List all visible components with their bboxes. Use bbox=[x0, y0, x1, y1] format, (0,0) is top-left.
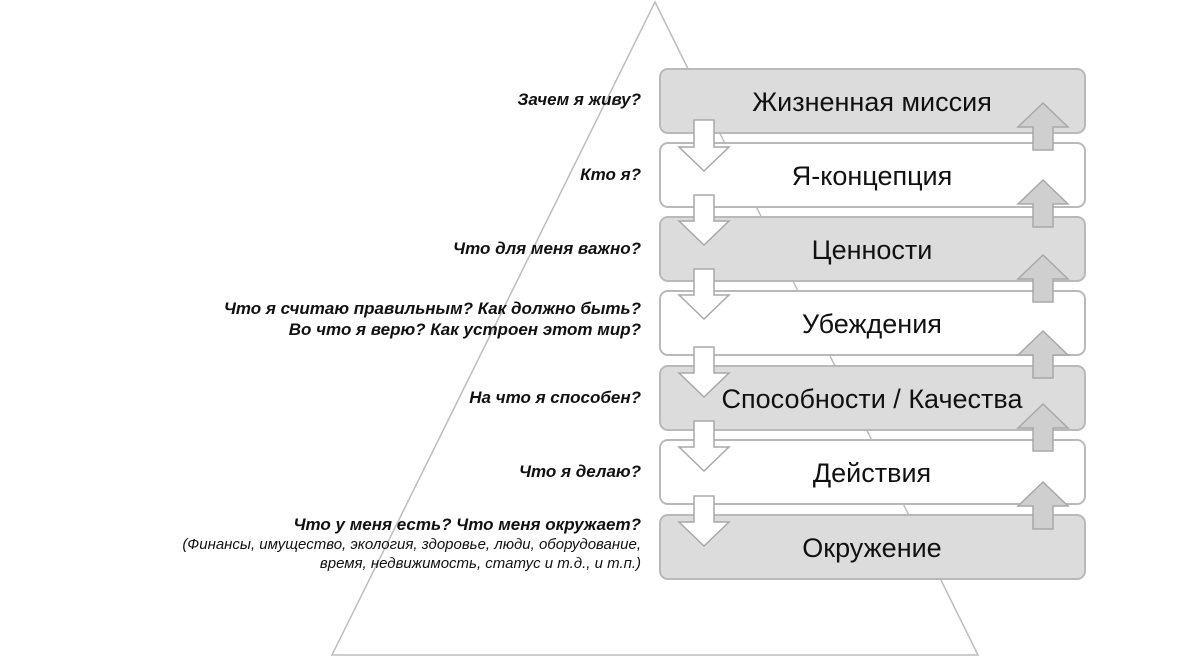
arrow-down-icon bbox=[677, 346, 731, 399]
level-box-6-bg bbox=[659, 514, 1086, 580]
arrow-up-icon bbox=[1016, 253, 1070, 303]
question-note-6b: время, недвижимость, статус и т.д., и т.… bbox=[319, 555, 641, 572]
question-label-3: Что я считаю правильным? Как должно быть… bbox=[224, 298, 641, 340]
level-box-4: Способности / Качества bbox=[659, 365, 1086, 431]
question-label-5: Что я делаю? bbox=[519, 461, 641, 482]
question-text-6: Что у меня есть? Что меня окружает? bbox=[293, 515, 642, 534]
question-note-6: (Финансы, имущество, экология, здоровье,… bbox=[182, 536, 641, 553]
arrow-down-icon bbox=[677, 495, 731, 548]
level-box-5-bg bbox=[659, 439, 1086, 505]
level-name-0: Жизненная миссия bbox=[752, 87, 992, 117]
question-text-4: На что я способен? bbox=[469, 388, 641, 407]
question-text-3b: Во что я верю? Как устроен этот мир? bbox=[288, 320, 641, 339]
level-name-6: Окружение bbox=[802, 533, 941, 563]
arrow-up-icon bbox=[1016, 178, 1070, 228]
level-name-1: Я-концепция bbox=[792, 161, 953, 191]
arrow-down-icon bbox=[677, 420, 731, 473]
level-box-5: Действия bbox=[659, 439, 1086, 505]
level-box-1: Я-концепция bbox=[659, 142, 1086, 208]
level-box-4-bg bbox=[659, 365, 1086, 431]
question-label-6: Что у меня есть? Что меня окружает? (Фин… bbox=[182, 514, 641, 573]
level-box-2: Ценности bbox=[659, 216, 1086, 282]
level-box-1-bg bbox=[659, 142, 1086, 208]
level-name-2: Ценности bbox=[812, 235, 933, 265]
level-box-0: Жизненная миссия bbox=[659, 68, 1086, 134]
level-name-5: Действия bbox=[813, 458, 931, 488]
question-label-4: На что я способен? bbox=[469, 387, 641, 408]
question-label-1: Кто я? bbox=[580, 164, 641, 185]
question-label-2: Что для меня важно? bbox=[453, 238, 641, 259]
level-box-3-bg bbox=[659, 290, 1086, 356]
arrow-down-icon bbox=[677, 119, 731, 173]
question-text-1: Кто я? bbox=[580, 165, 641, 184]
level-name-3: Убеждения bbox=[802, 309, 942, 339]
level-box-3: Убеждения bbox=[659, 290, 1086, 356]
level-box-0-bg bbox=[659, 68, 1086, 134]
arrow-up-icon bbox=[1016, 329, 1070, 379]
level-box-2-bg bbox=[659, 216, 1086, 282]
level-box-6: Окружение bbox=[659, 514, 1086, 580]
level-name-4: Способности / Качества bbox=[722, 384, 1024, 414]
arrow-up-icon bbox=[1016, 101, 1070, 151]
question-label-0: Зачем я живу? bbox=[518, 89, 642, 110]
question-text-5: Что я делаю? bbox=[518, 462, 641, 481]
question-text-3: Что я считаю правильным? Как должно быть… bbox=[223, 299, 641, 318]
arrow-down-icon bbox=[677, 268, 731, 321]
arrow-down-icon bbox=[677, 194, 731, 247]
question-text-0: Зачем я живу? bbox=[517, 90, 642, 109]
question-text-2: Что для меня важно? bbox=[453, 239, 641, 258]
arrow-up-icon bbox=[1016, 480, 1070, 530]
arrow-up-icon bbox=[1016, 402, 1070, 452]
